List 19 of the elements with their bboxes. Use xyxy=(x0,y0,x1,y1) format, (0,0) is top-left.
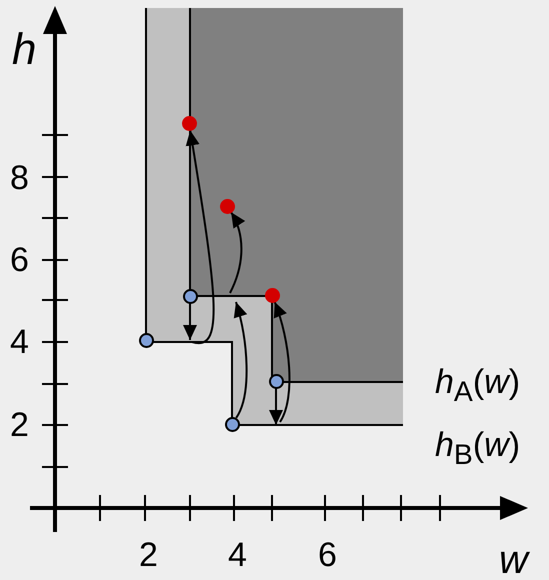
arrow xyxy=(183,304,197,340)
arrow xyxy=(186,130,215,344)
tick-label: 2 xyxy=(139,538,158,572)
tick-label: 2 xyxy=(10,408,29,442)
tick-label: 6 xyxy=(318,538,337,572)
axis-label: h xyxy=(12,28,36,72)
arrow xyxy=(269,388,283,425)
arrow xyxy=(233,302,248,418)
point-marker xyxy=(138,332,154,348)
tick-label: 4 xyxy=(228,538,247,572)
tick-label: 6 xyxy=(10,243,29,277)
tick-label: 8 xyxy=(10,161,29,195)
axis-label: w xyxy=(499,540,528,580)
curve-label: h$_{B}$(w) xyxy=(435,428,520,470)
point-marker xyxy=(224,416,240,432)
curve-label: h$_{A}$(w) xyxy=(435,365,520,406)
arrow xyxy=(229,212,245,294)
arrow xyxy=(273,302,290,422)
tick-label: 4 xyxy=(10,325,29,359)
